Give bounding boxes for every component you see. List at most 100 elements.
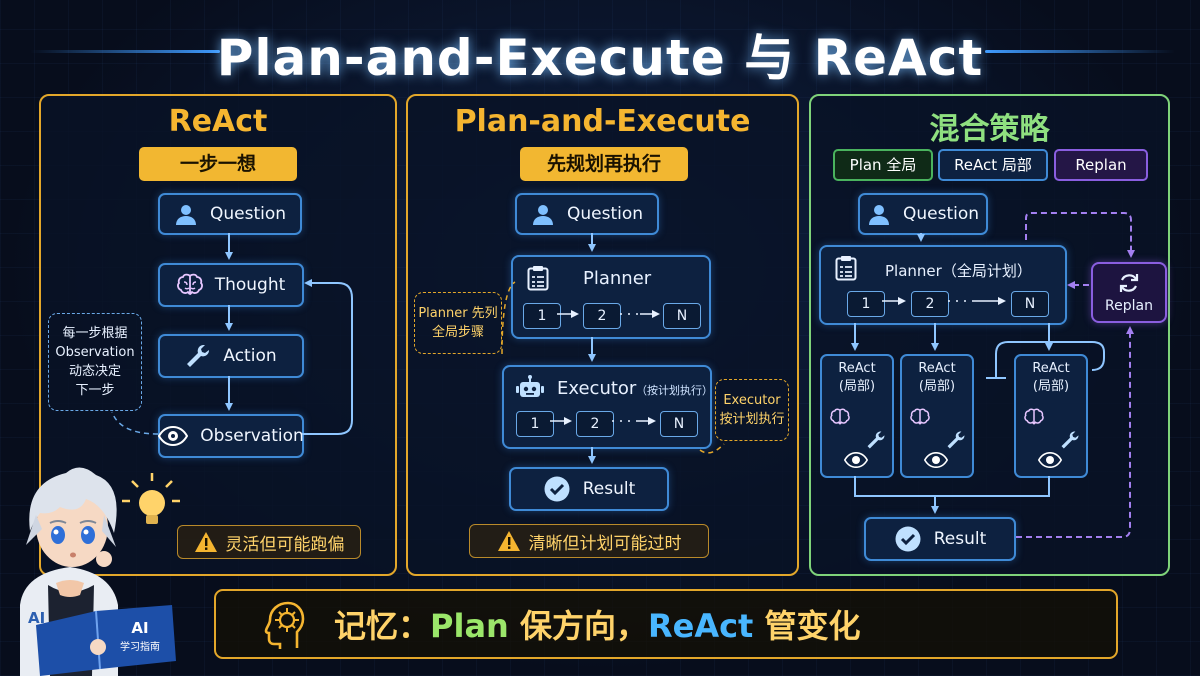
- executor-note-line: 按计划执行: [719, 412, 785, 427]
- user-icon: [532, 205, 553, 225]
- refresh-icon: [1119, 274, 1139, 292]
- react-question-node: Question: [158, 193, 302, 235]
- head-idea-icon: [264, 601, 305, 649]
- memory-bar: 记忆：Plan 保方向，ReAct 管变化: [214, 589, 1118, 659]
- react-block-label: ReAct (局部): [822, 360, 892, 396]
- hybrid-result-node: Result: [864, 517, 1016, 561]
- react-warning: 灵活但可能跑偏: [177, 525, 361, 559]
- hybrid-planner-box: Planner（全局计划） 1 2 N: [819, 245, 1067, 325]
- planner-note-line: 全局步骤: [431, 325, 484, 340]
- eye-icon: [158, 426, 189, 446]
- react-action-label: Action: [223, 346, 277, 366]
- planner-box: Planner 1 2 N: [511, 255, 711, 339]
- page-title: Plan-and-Execute 与 ReAct: [216, 29, 984, 87]
- react-block-label: ReAct (局部): [1016, 360, 1086, 396]
- react-action-node: Action: [158, 334, 304, 378]
- warning-icon: [194, 532, 217, 552]
- memory-middle: 保方向，: [508, 607, 648, 645]
- react-panel-title: ReAct: [168, 104, 268, 139]
- plan-question-label: Question: [566, 204, 644, 224]
- brain-icon: [176, 273, 203, 295]
- clipboard-icon: [835, 256, 857, 281]
- executor-step-n: N: [660, 411, 698, 437]
- hybrid-result-label: Result: [933, 529, 987, 549]
- react-block-title: ReAct: [838, 361, 876, 376]
- warning-icon: [497, 531, 520, 551]
- user-icon: [868, 205, 889, 225]
- book-icon: AI 学习指南: [36, 605, 176, 676]
- title-deco-left: [30, 50, 220, 53]
- plan-result-label: Result: [582, 479, 636, 499]
- mascot-shirt-text: AI: [28, 609, 45, 627]
- planner-step-2: 2: [583, 303, 621, 329]
- executor-sublabel: （按计划执行）: [636, 384, 713, 397]
- mascot-book-subtitle: 学习指南: [120, 640, 160, 653]
- react-block-subtitle: (局部): [838, 379, 876, 394]
- executor-note-line: Executor: [723, 393, 781, 408]
- mascot-book-title: AI: [131, 619, 148, 637]
- hybrid-planner-label: Planner（全局计划）: [885, 262, 1032, 280]
- react-observation-node: Observation: [158, 414, 304, 458]
- react-thought-label: Thought: [214, 275, 286, 295]
- check-circle-icon: [544, 476, 570, 502]
- wrench-icon: [187, 344, 210, 367]
- memory-react: ReAct: [647, 607, 754, 645]
- hybrid-question-label: Question: [902, 204, 980, 224]
- executor-note: Executor 按计划执行: [715, 379, 789, 441]
- robot-icon: [516, 375, 544, 397]
- lightbulb-icon: [122, 473, 180, 524]
- react-tag: 一步一想: [139, 147, 297, 181]
- plan-global-tag: Plan 全局: [833, 149, 933, 181]
- planner-note-line: Planner 先列: [418, 306, 498, 321]
- react-question-label: Question: [209, 204, 287, 224]
- react-note-line: Observation: [55, 345, 135, 360]
- react-observation-label: Observation: [200, 426, 304, 446]
- react-local-tag: ReAct 局部: [938, 149, 1048, 181]
- react-block-title: ReAct: [918, 361, 956, 376]
- check-circle-icon: [895, 526, 921, 552]
- replan-label: Replan: [1105, 298, 1153, 314]
- executor-step-1: 1: [516, 411, 554, 437]
- plan-question-node: Question: [515, 193, 659, 235]
- executor-box: Executor （按计划执行） 1 2 N: [502, 365, 713, 449]
- react-local-block-2: ReAct (局部): [900, 354, 974, 478]
- replan-node: Replan: [1091, 262, 1167, 323]
- hybrid-panel-title: 混合策略: [929, 112, 1050, 147]
- eye-icon: [844, 452, 868, 468]
- planner-note: Planner 先列 全局步骤: [414, 292, 502, 354]
- react-warning-text: 灵活但可能跑偏: [225, 534, 345, 555]
- title-deco-right: [985, 50, 1175, 53]
- executor-step-2: 2: [576, 411, 614, 437]
- react-thought-node: Thought: [158, 263, 304, 307]
- user-icon: [175, 205, 196, 225]
- wrench-icon: [1061, 431, 1079, 449]
- mascot-illustration: AI AI 学习指南: [20, 467, 180, 676]
- hybrid-step-n: N: [1011, 291, 1049, 317]
- eye-icon: [1038, 452, 1062, 468]
- memory-prefix: 记忆：: [334, 607, 431, 645]
- memory-text: 记忆：Plan 保方向，ReAct 管变化: [334, 601, 861, 647]
- replan-tag: Replan: [1054, 149, 1148, 181]
- planner-step-1: 1: [523, 303, 561, 329]
- plan-execute-tag: 先规划再执行: [520, 147, 688, 181]
- react-block-subtitle: (局部): [918, 379, 956, 394]
- memory-plan: Plan: [430, 607, 509, 645]
- brain-icon: [1024, 408, 1044, 425]
- react-note-line: 动态决定: [68, 364, 121, 379]
- react-note-line: 下一步: [75, 383, 115, 398]
- executor-label: Executor: [557, 378, 637, 399]
- react-block-label: ReAct (局部): [902, 360, 972, 396]
- wrench-icon: [867, 431, 885, 449]
- hybrid-step-2: 2: [911, 291, 949, 317]
- brain-icon: [910, 408, 930, 425]
- eye-icon: [924, 452, 948, 468]
- clipboard-icon: [527, 266, 549, 291]
- brain-icon: [830, 408, 850, 425]
- plan-result-node: Result: [509, 467, 669, 511]
- wrench-icon: [947, 431, 965, 449]
- react-block-title: ReAct: [1032, 361, 1070, 376]
- react-panel: ReAct 一步一想: [39, 94, 397, 576]
- react-note-line: 每一步根据: [62, 326, 128, 341]
- react-block-subtitle: (局部): [1032, 379, 1070, 394]
